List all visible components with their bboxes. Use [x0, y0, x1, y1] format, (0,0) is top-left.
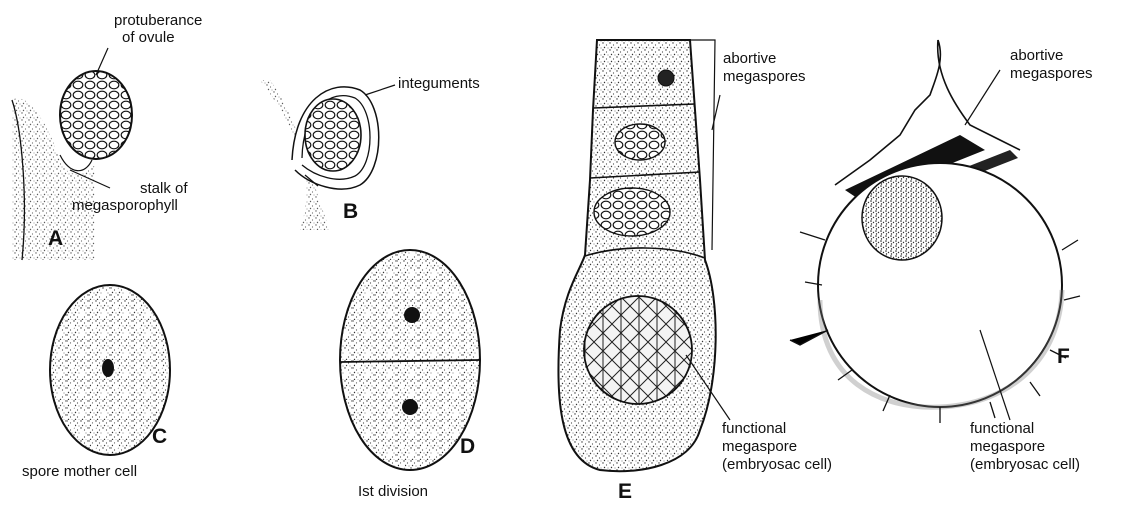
label-f-functional-line1: functional — [970, 420, 1080, 438]
panel-letter-f: F — [1057, 345, 1070, 369]
panel-letter-b: B — [343, 200, 358, 224]
label-f-abortive-line2: megaspores — [1010, 65, 1093, 83]
panel-f-drawing — [790, 40, 1080, 423]
label-e-functional-line1: functional — [722, 420, 832, 438]
label-e-functional-line3: (embryosac cell) — [722, 456, 832, 474]
label-stalk-line2: megasporophyll — [72, 197, 188, 214]
label-e-abortive-line2: megaspores — [723, 68, 806, 86]
panel-a-drawing — [12, 48, 132, 260]
label-e-abortive-line1: abortive — [723, 50, 806, 68]
panel-d-drawing — [340, 250, 480, 470]
embryosac-cell — [818, 163, 1062, 407]
label-protuberance-line1: protuberance — [114, 12, 202, 29]
caption-ist-division: Ist division — [358, 483, 428, 500]
label-stalk: stalk of megasporophyll — [112, 180, 188, 214]
panel-b-drawing — [260, 80, 395, 230]
label-f-abortive-line1: abortive — [1010, 47, 1093, 65]
ovule-protuberance — [60, 71, 132, 159]
panel-letter-d: D — [460, 435, 475, 459]
label-integuments: integuments — [398, 75, 480, 92]
label-f-functional: functional megaspore (embryosac cell) — [970, 420, 1080, 474]
panel-letter-e: E — [618, 480, 632, 504]
label-f-functional-line2: megaspore — [970, 438, 1080, 456]
label-f-abortive: abortive megaspores — [1010, 47, 1093, 83]
label-e-functional: functional megaspore (embryosac cell) — [722, 420, 832, 474]
label-e-abortive: abortive megaspores — [723, 50, 806, 86]
panel-letter-c: C — [152, 425, 167, 449]
panel-e-drawing — [558, 40, 730, 471]
label-f-functional-line3: (embryosac cell) — [970, 456, 1080, 474]
label-stalk-line1: stalk of — [112, 180, 188, 197]
caption-spore-mother-cell: spore mother cell — [22, 463, 137, 480]
panel-letter-a: A — [48, 227, 63, 251]
label-e-functional-line2: megaspore — [722, 438, 832, 456]
label-protuberance: protuberance of ovule — [114, 12, 202, 46]
label-protuberance-line2: of ovule — [114, 29, 202, 46]
